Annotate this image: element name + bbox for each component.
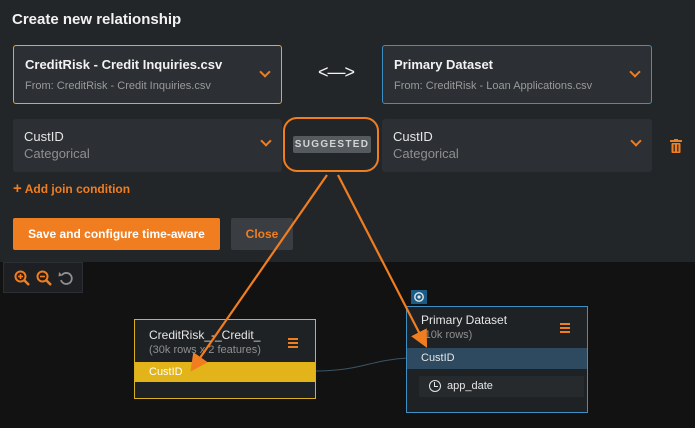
relationship-panel: Create new relationship CreditRisk - Cre… [0,0,695,262]
dialog-title: Create new relationship [12,11,182,28]
right-node-name: Primary Dataset [421,313,508,327]
left-dataset-name: CreditRisk - Credit Inquiries.csv [25,57,223,72]
trash-icon[interactable] [670,139,682,153]
left-node-subtitle: (30k rows x 2 features) [149,344,261,356]
zoom-in-icon[interactable] [14,270,30,286]
plus-icon: + [13,180,22,197]
left-node-key-row[interactable]: CustID [135,362,315,382]
save-configure-button[interactable]: Save and configure time-aware [13,218,220,250]
right-dataset-from: From: CreditRisk - Loan Applications.csv [394,80,593,92]
reset-icon[interactable] [58,270,74,286]
primary-dataset-node[interactable]: Primary Dataset (10k rows) CustID app_da… [406,306,588,413]
bidirectional-arrow: <—> [318,62,355,82]
right-dataset-name: Primary Dataset [394,57,493,72]
chevron-down-icon [259,66,271,78]
chevron-down-icon [260,135,272,147]
left-node-name: CreditRisk_-_Credit_ [149,328,261,342]
right-dataset-select[interactable]: Primary Dataset From: CreditRisk - Loan … [382,45,652,104]
right-node-subtitle: (10k rows) [421,329,473,341]
add-join-label: Add join condition [24,182,131,196]
clock-icon [429,380,441,392]
relationship-edge [315,357,409,372]
right-feature-select[interactable]: CustID Categorical [382,119,652,172]
suggested-badge: SUGGESTED [293,136,371,153]
zoom-toolbar [3,262,83,293]
right-feature-type: Categorical [393,146,459,161]
zoom-out-icon[interactable] [36,270,52,286]
left-dataset-select[interactable]: CreditRisk - Credit Inquiries.csv From: … [13,45,282,104]
menu-icon[interactable] [288,338,298,350]
suggested-highlight-ring [283,117,379,172]
left-feature-select[interactable]: CustID Categorical [13,119,282,172]
chevron-down-icon [629,66,641,78]
primary-target-icon [411,290,427,304]
menu-icon[interactable] [560,323,570,335]
right-feature-name: CustID [393,129,433,144]
left-dataset-from: From: CreditRisk - Credit Inquiries.csv [25,80,211,92]
close-button[interactable]: Close [231,218,293,250]
add-join-condition-link[interactable]: +Add join condition [13,180,130,197]
left-feature-type: Categorical [24,146,90,161]
chevron-down-icon [630,135,642,147]
right-node-date-feature: app_date [447,380,493,392]
left-dataset-node[interactable]: CreditRisk_-_Credit_ (30k rows x 2 featu… [134,319,316,399]
left-feature-name: CustID [24,129,64,144]
right-node-key-row[interactable]: CustID [407,348,587,369]
right-node-date-row[interactable]: app_date [419,376,584,397]
